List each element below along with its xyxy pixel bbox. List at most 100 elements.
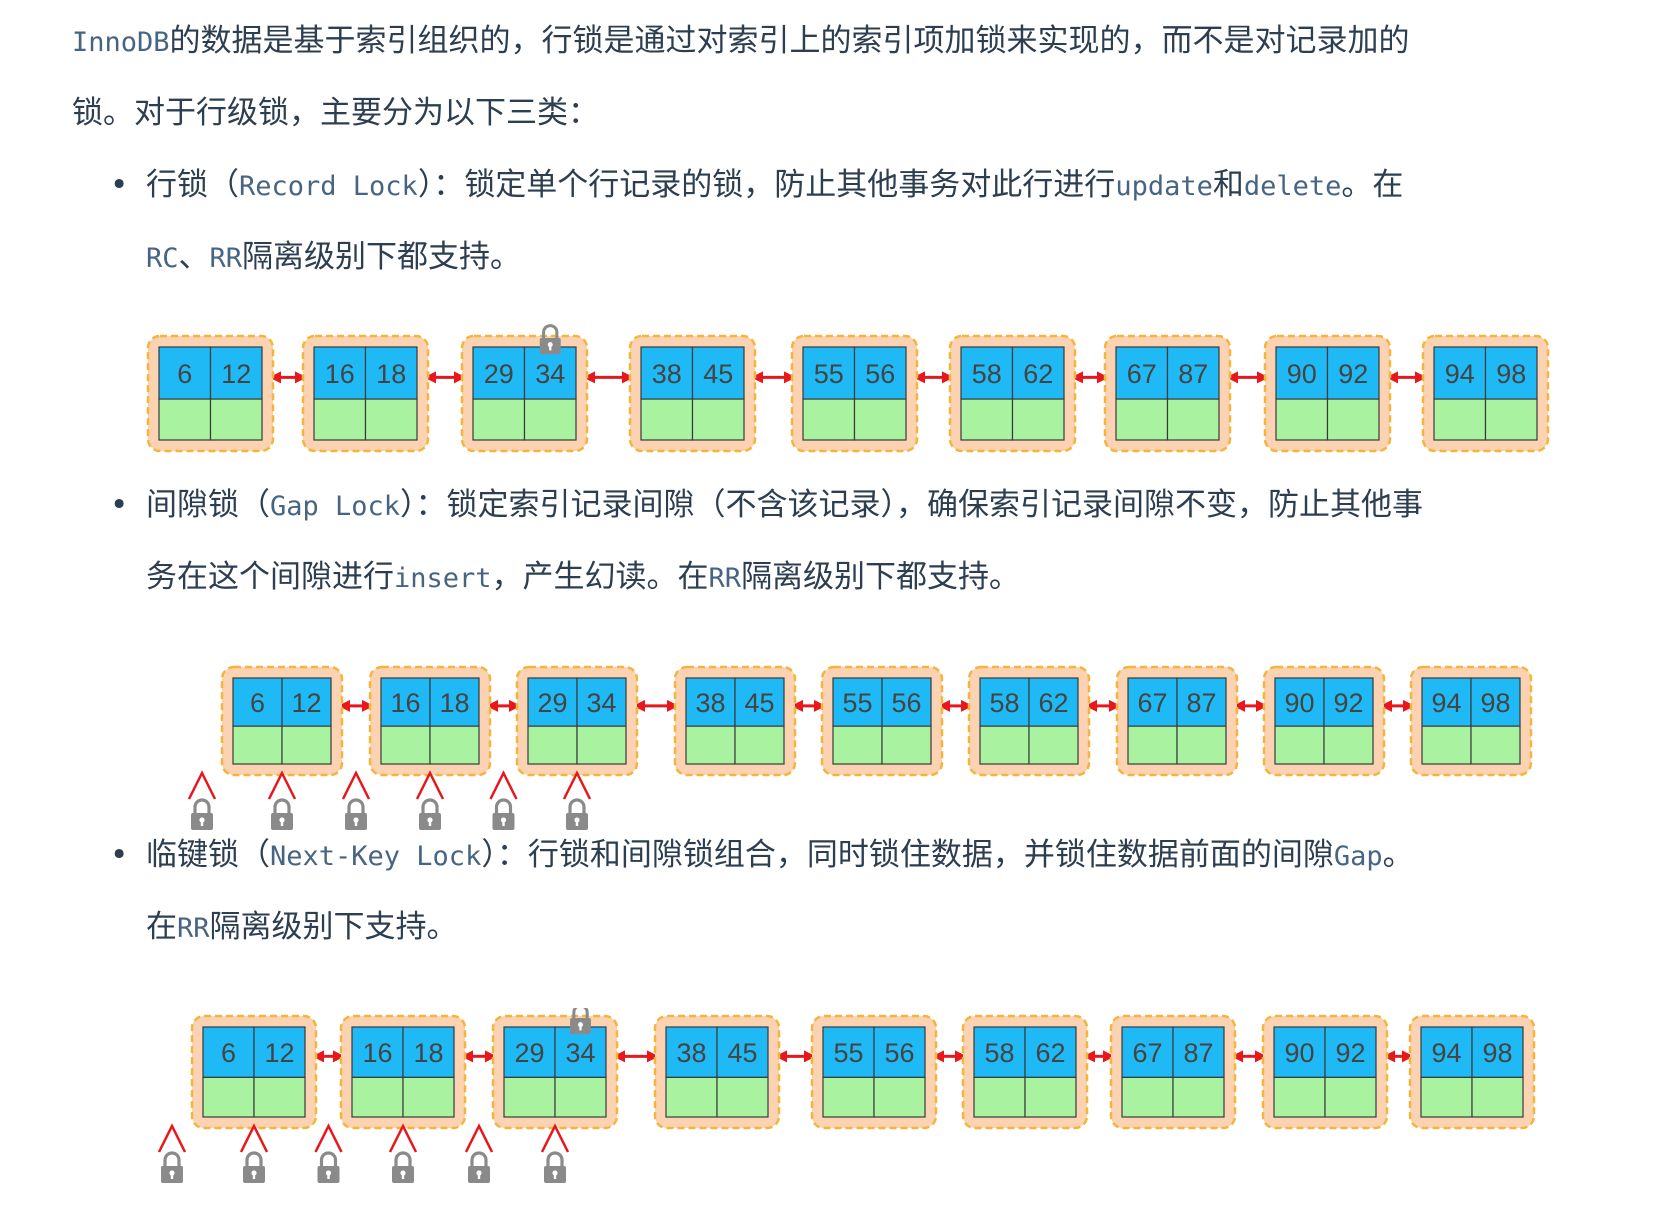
key-label: 98 — [1480, 688, 1510, 718]
data-cell — [202, 1076, 255, 1118]
key-label: 38 — [695, 688, 725, 718]
link-arrow — [1386, 371, 1427, 384]
gap-lock-marker — [415, 770, 445, 800]
gap-lock-marker — [540, 1123, 570, 1153]
data-cell — [1275, 398, 1329, 441]
list-item-record-lock: • 行锁（Record Lock）：锁定单个行记录的锁，防止其他事务对此行进行u… — [110, 150, 1556, 294]
gap-lock-marker — [239, 1123, 269, 1153]
intro-text-1: 的数据是基于索引组织的，行锁是通过对索引上的索引项加锁来实现的，而不是对记录加的 — [169, 23, 1410, 59]
data-cell — [1011, 398, 1065, 441]
key-label: 56 — [891, 688, 921, 718]
gap-lock-marker — [157, 1123, 187, 1153]
item-line-1: 行锁（Record Lock）：锁定单个行记录的锁，防止其他事务对此行进行upd… — [146, 150, 1556, 222]
data-cell — [380, 725, 431, 765]
bullet-icon: • — [110, 837, 129, 873]
data-cell — [691, 398, 745, 441]
lock-icon — [566, 798, 588, 830]
link-arrow — [913, 371, 954, 384]
item-text: 行锁和间隙锁组合，同时锁住数据，并锁住数据前面的间隙 — [527, 837, 1334, 873]
gap-lock-marker — [267, 770, 297, 800]
key-label: 34 — [535, 359, 565, 389]
inline-code: InnoDB — [72, 27, 170, 58]
key-cell — [281, 677, 332, 727]
data-cell — [1172, 1076, 1225, 1118]
inline-code: Record Lock — [239, 171, 418, 202]
intro-line-1: InnoDB的数据是基于索引组织的，行锁是通过对索引上的索引项加锁来实现的，而不… — [72, 6, 1552, 78]
key-label: 18 — [376, 359, 406, 389]
item-line-2: RC、RR隔离级别下都支持。 — [146, 222, 1556, 294]
key-cell — [209, 346, 263, 400]
data-cell — [973, 1076, 1026, 1118]
data-cell — [576, 725, 627, 765]
data-cell — [472, 398, 526, 441]
key-label: 92 — [1335, 1038, 1365, 1068]
gap-lock-marker — [388, 1123, 418, 1153]
key-label: 94 — [1445, 359, 1475, 389]
item-name: 行锁 — [146, 167, 208, 203]
key-label: 62 — [1038, 688, 1068, 718]
item-text: 隔离级别下支持。 — [209, 909, 458, 945]
link-arrow — [424, 371, 466, 384]
key-cell — [822, 1026, 875, 1079]
key-cell — [853, 346, 907, 400]
data-cell — [402, 1076, 455, 1118]
key-cell — [881, 677, 932, 727]
key-label: 12 — [264, 1038, 294, 1068]
intro-line-2: 锁。对于行级锁，主要分为以下三类： — [72, 78, 1552, 148]
key-label: 90 — [1284, 1038, 1314, 1068]
key-cell — [380, 677, 431, 727]
inline-code: RR — [209, 243, 243, 274]
key-label: 58 — [989, 688, 1019, 718]
key-label: 16 — [325, 359, 355, 389]
data-cell — [1433, 398, 1487, 441]
data-cell — [665, 1076, 718, 1118]
key-label: 58 — [984, 1038, 1014, 1068]
key-label: 12 — [221, 359, 251, 389]
data-cell — [1273, 1076, 1326, 1118]
link-arrow — [583, 371, 634, 384]
gap-lock-marker — [489, 770, 518, 800]
key-label: 92 — [1333, 688, 1363, 718]
key-cell — [1172, 1026, 1225, 1079]
item-text: 务在这个间隙进行 — [146, 559, 394, 595]
index-node: 55 56 — [820, 665, 944, 777]
inline-code: insert — [394, 563, 492, 594]
data-cell — [832, 725, 883, 765]
inline-code: RR — [708, 563, 742, 594]
data-cell — [253, 1076, 306, 1118]
data-cell — [527, 725, 578, 765]
lock-icon — [243, 1151, 265, 1183]
key-label: 45 — [703, 359, 733, 389]
link-arrow — [775, 1050, 816, 1063]
key-cell — [873, 1026, 926, 1079]
data-cell — [1127, 725, 1178, 765]
key-cell — [1470, 677, 1521, 727]
paren: （ — [239, 837, 270, 873]
key-label: 87 — [1186, 688, 1216, 718]
data-cell — [640, 398, 694, 441]
key-label: 29 — [514, 1038, 544, 1068]
key-label: 55 — [842, 688, 872, 718]
item-line-1: 间隙锁（Gap Lock）：锁定索引记录间隙（不含该记录），确保索引记录间隙不变… — [146, 470, 1556, 542]
key-cell — [1166, 346, 1220, 400]
data-cell — [873, 1076, 926, 1118]
inline-code: Next-Key Lock — [270, 841, 482, 872]
key-label: 55 — [814, 359, 844, 389]
data-cell — [1471, 1076, 1524, 1118]
index-node: 58 62 — [967, 665, 1091, 777]
key-cell — [1323, 677, 1374, 727]
link-arrow — [1233, 699, 1268, 712]
data-cell — [554, 1076, 607, 1118]
item-name: 临键锁 — [146, 837, 239, 873]
key-label: 67 — [1137, 688, 1167, 718]
key-cell — [1121, 1026, 1174, 1079]
data-cell — [960, 398, 1014, 441]
bullet-icon: • — [110, 487, 129, 523]
item-text: 。 — [1382, 837, 1414, 873]
item-line-1: 临键锁（Next-Key Lock）：行锁和间隙锁组合，同时锁住数据，并锁住数据… — [146, 820, 1556, 892]
